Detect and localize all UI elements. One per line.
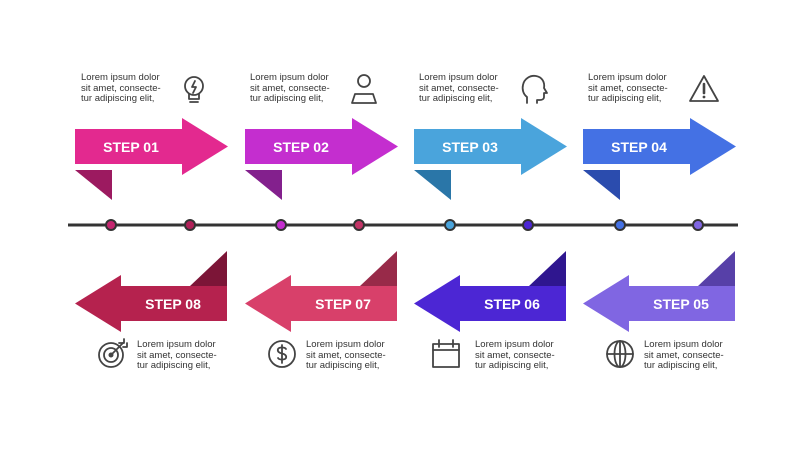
lightbulb-icon (177, 72, 211, 106)
arrow-body (75, 118, 228, 175)
globe-icon (603, 337, 637, 371)
step-arrow-step-08: STEP 08 (75, 251, 227, 332)
calendar-icon (429, 337, 463, 371)
arrow-fold (583, 170, 620, 200)
description-line: sit amet, consecte- (644, 349, 724, 361)
timeline-dot (614, 219, 626, 231)
description-line: tur adipiscing elit, (137, 360, 211, 371)
arrow-fold (414, 170, 451, 200)
timeline-dot (275, 219, 287, 231)
description-line: tur adipiscing elit, (306, 360, 380, 371)
description-line: Lorem ipsum dolor (475, 339, 554, 350)
description-line: tur adipiscing elit, (644, 360, 718, 371)
step-label: STEP 01 (103, 139, 159, 155)
arrow-fold (360, 251, 397, 286)
arrow-fold (529, 251, 566, 286)
arrow-body (75, 275, 227, 332)
description-line: sit amet, consecte- (250, 82, 330, 94)
timeline-dot (444, 219, 456, 231)
step-arrow-step-01: STEP 01 (75, 118, 228, 200)
arrow-body (583, 275, 735, 332)
step-arrow-step-02: STEP 02 (245, 118, 398, 200)
arrow-body (414, 118, 567, 175)
description-line: sit amet, consecte- (588, 82, 668, 94)
description-line: Lorem ipsum dolor (250, 72, 329, 83)
warning-icon (687, 72, 721, 106)
step-label: STEP 07 (315, 296, 371, 312)
step-label: STEP 06 (484, 296, 540, 312)
step-arrow-step-04: STEP 04 (583, 118, 736, 200)
timeline-dot (184, 219, 196, 231)
description-line: tur adipiscing elit, (81, 93, 155, 104)
step-label: STEP 04 (611, 139, 667, 155)
arrow-fold (75, 170, 112, 200)
step-label: STEP 05 (653, 296, 709, 312)
description-line: Lorem ipsum dolor (419, 72, 498, 83)
arrow-fold (245, 170, 282, 200)
timeline-dot (692, 219, 704, 231)
description-line: sit amet, consecte- (137, 349, 217, 361)
step-arrow-step-05: STEP 05 (583, 251, 735, 332)
step-arrow-step-07: STEP 07 (245, 251, 397, 332)
arrow-body (583, 118, 736, 175)
arrow-fold (698, 251, 735, 286)
description-line: Lorem ipsum dolor (306, 339, 385, 350)
arrow-body (245, 118, 398, 175)
description-line: sit amet, consecte- (306, 349, 386, 361)
step-label: STEP 02 (273, 139, 329, 155)
arrow-body (414, 275, 566, 332)
description-line: Lorem ipsum dolor (588, 72, 667, 83)
step-arrow-step-06: STEP 06 (414, 251, 566, 332)
description-line: tur adipiscing elit, (588, 93, 662, 104)
description-line: Lorem ipsum dolor (644, 339, 723, 350)
timeline-dot (522, 219, 534, 231)
description-line: sit amet, consecte- (419, 82, 499, 94)
description-line: tur adipiscing elit, (475, 360, 549, 371)
head-profile-icon (516, 72, 550, 106)
step-label: STEP 08 (145, 296, 201, 312)
user-icon (347, 72, 381, 106)
target-icon (95, 337, 129, 371)
description-line: tur adipiscing elit, (419, 93, 493, 104)
description-line: Lorem ipsum dolor (81, 72, 160, 83)
description-line: sit amet, consecte- (475, 349, 555, 361)
arrow-body (245, 275, 397, 332)
timeline-dot (353, 219, 365, 231)
dollar-icon (265, 337, 299, 371)
arrow-fold (190, 251, 227, 286)
description-line: sit amet, consecte- (81, 82, 161, 94)
description-line: tur adipiscing elit, (250, 93, 324, 104)
step-arrow-step-03: STEP 03 (414, 118, 567, 200)
step-label: STEP 03 (442, 139, 498, 155)
timeline-dot (105, 219, 117, 231)
description-line: Lorem ipsum dolor (137, 339, 216, 350)
